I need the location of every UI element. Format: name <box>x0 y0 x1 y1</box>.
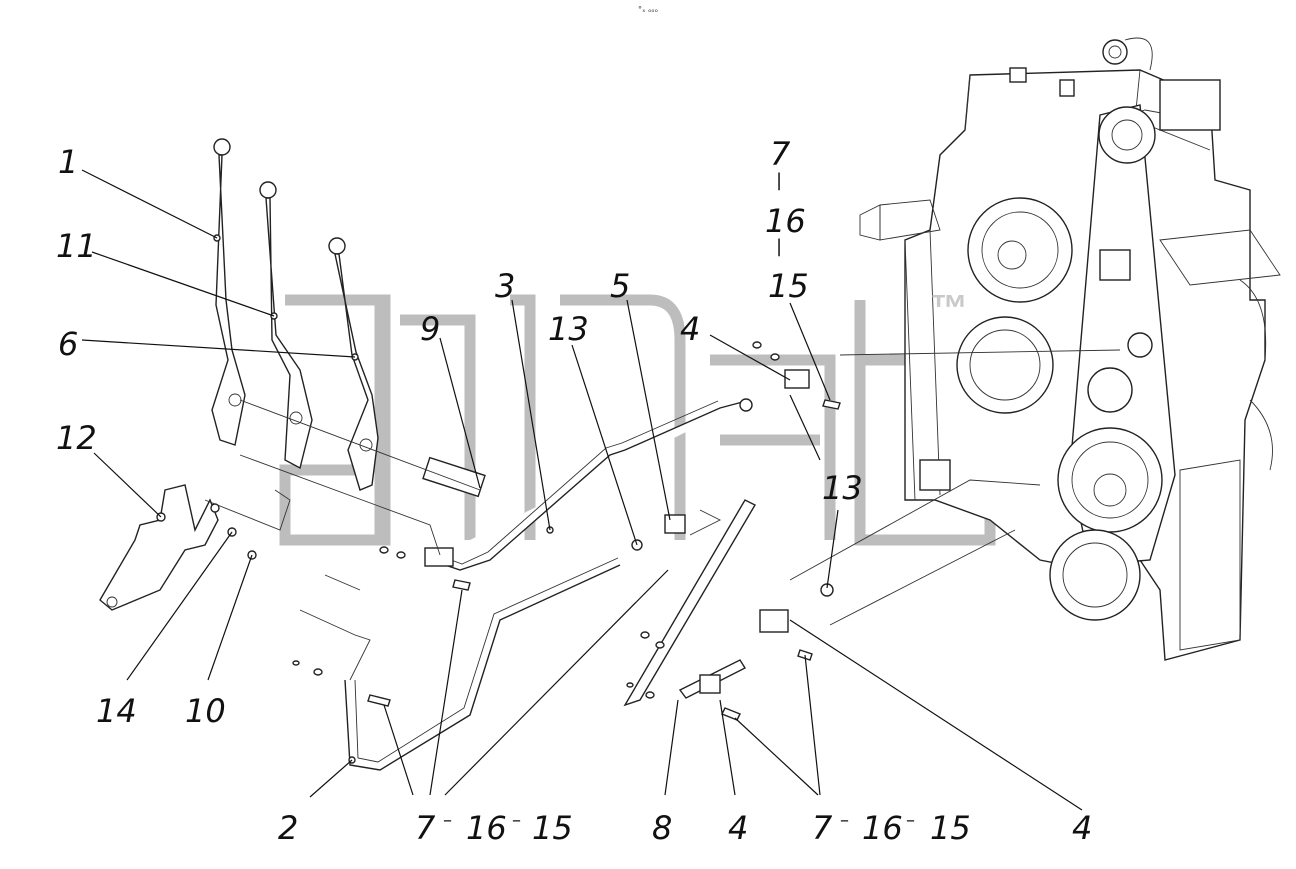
callout-1: 1 <box>58 143 79 181</box>
callout-10: 10 <box>185 692 226 730</box>
callout-4-top: 4 <box>680 310 701 348</box>
callout-7-bottom-left: 7 <box>415 809 436 847</box>
callout-4-bottom: 4 <box>728 809 749 847</box>
callout-15-bottom-left: 15 <box>532 809 573 847</box>
small-parts <box>156 234 841 764</box>
callout-15-bottom-right: 15 <box>930 809 971 847</box>
callout-16-bottom-left: 16 <box>466 809 507 847</box>
header-text: °ₓ ₒₒₒ <box>638 5 659 14</box>
callout-13-right: 13 <box>822 469 863 507</box>
separator-dash-3: – <box>840 810 849 831</box>
callout-6: 6 <box>58 325 79 363</box>
gearbox-housing <box>859 37 1281 661</box>
callout-16-bottom-right: 16 <box>862 809 903 847</box>
callout-8: 8 <box>652 809 673 847</box>
callout-11: 11 <box>56 227 97 265</box>
pin-9 <box>422 456 486 498</box>
callout-15-top: 15 <box>768 267 809 305</box>
callout-14: 14 <box>96 692 137 730</box>
lever-1 <box>211 138 246 446</box>
callout-7-top: 7 <box>770 135 791 173</box>
assembly-center-lines <box>204 349 1121 681</box>
vertical-separator-2: | <box>776 236 783 257</box>
callout-4-right: 4 <box>1072 809 1093 847</box>
bracket-12 <box>99 484 219 611</box>
callout-9: 9 <box>420 310 441 348</box>
separator-dash-2: – <box>512 810 521 831</box>
callout-16-top: 16 <box>765 202 806 240</box>
separator-dash-4: – <box>906 810 915 831</box>
separator-dash-1: – <box>443 810 452 831</box>
callout-2: 2 <box>278 809 299 847</box>
lever-6 <box>328 237 379 491</box>
trademark-symbol: ™ <box>930 288 968 330</box>
watermark-logo <box>279 294 996 546</box>
callout-5: 5 <box>610 267 631 305</box>
callout-12: 12 <box>56 419 97 457</box>
vertical-separator-1: | <box>776 170 783 191</box>
callout-13-left: 13 <box>548 310 589 348</box>
callout-7-bottom-right: 7 <box>812 809 833 847</box>
rods <box>344 399 756 771</box>
leader-lines <box>81 169 1083 811</box>
callout-3: 3 <box>495 267 516 305</box>
lever-11 <box>259 181 313 470</box>
